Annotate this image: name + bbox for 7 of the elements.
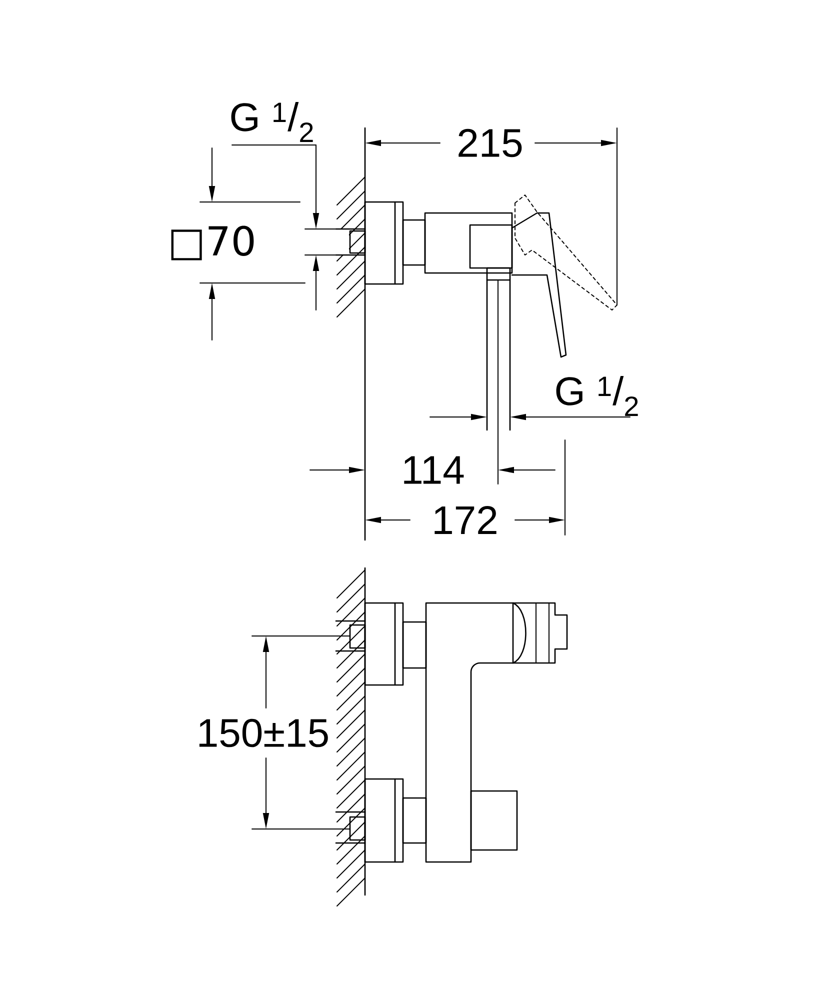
dimension-label: 150±15 <box>199 718 328 748</box>
dimension-label: G $^{1}$/$_{2}$ <box>231 102 313 142</box>
dimension-label: 215 <box>458 128 522 158</box>
dimension-label: G $^{1}$/$_{2}$ <box>556 376 638 416</box>
dimension-label: □70 <box>171 226 254 260</box>
dimension-label: 114 <box>404 456 464 484</box>
dimension-label: 172 <box>434 506 496 534</box>
